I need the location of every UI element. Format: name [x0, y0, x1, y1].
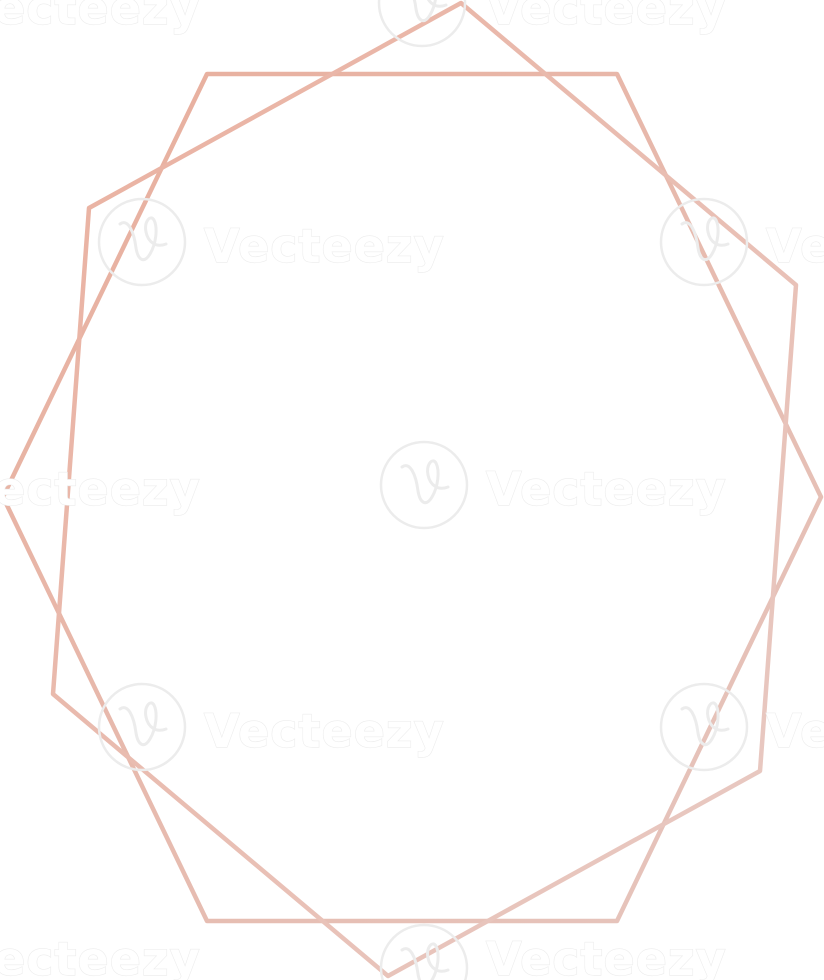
- watermark-text: Vecteezy: [486, 0, 727, 35]
- watermark-text: Vecteezy: [766, 219, 824, 273]
- watermark-text: Vecteezy: [0, 0, 201, 35]
- watermark-text: Vecteezy: [766, 704, 824, 758]
- vecteezy-logo-icon: [97, 197, 187, 287]
- watermark-row-top: Vecteezy Vecteezy: [0, 0, 727, 48]
- watermark-row-lower: Vecteezy Vecteezy: [97, 682, 824, 772]
- vecteezy-logo-icon: [659, 682, 749, 772]
- watermark-row-upper: Vecteezy Vecteezy: [97, 197, 824, 287]
- vecteezy-logo-icon: [659, 197, 749, 287]
- vecteezy-logo-icon: [97, 682, 187, 772]
- watermark-text: Vecteezy: [0, 462, 201, 516]
- watermark-text: Vecteezy: [204, 219, 445, 273]
- vecteezy-logo-icon: [377, 0, 467, 48]
- watermark-row-middle: Vecteezy Vecteezy: [0, 440, 727, 530]
- rotated-heptagon-outline: [50, 0, 799, 979]
- watermark-text: Vecteezy: [0, 932, 201, 980]
- vecteezy-logo-icon: [379, 923, 469, 980]
- hexagon-outline: [0, 71, 824, 924]
- watermark-text: Vecteezy: [486, 462, 727, 516]
- watermark-row-bottom: Vecteezy Vecteezy: [0, 923, 727, 980]
- watermark-text: Vecteezy: [486, 932, 727, 980]
- vecteezy-logo-icon: [379, 440, 469, 530]
- watermark-text: Vecteezy: [204, 704, 445, 758]
